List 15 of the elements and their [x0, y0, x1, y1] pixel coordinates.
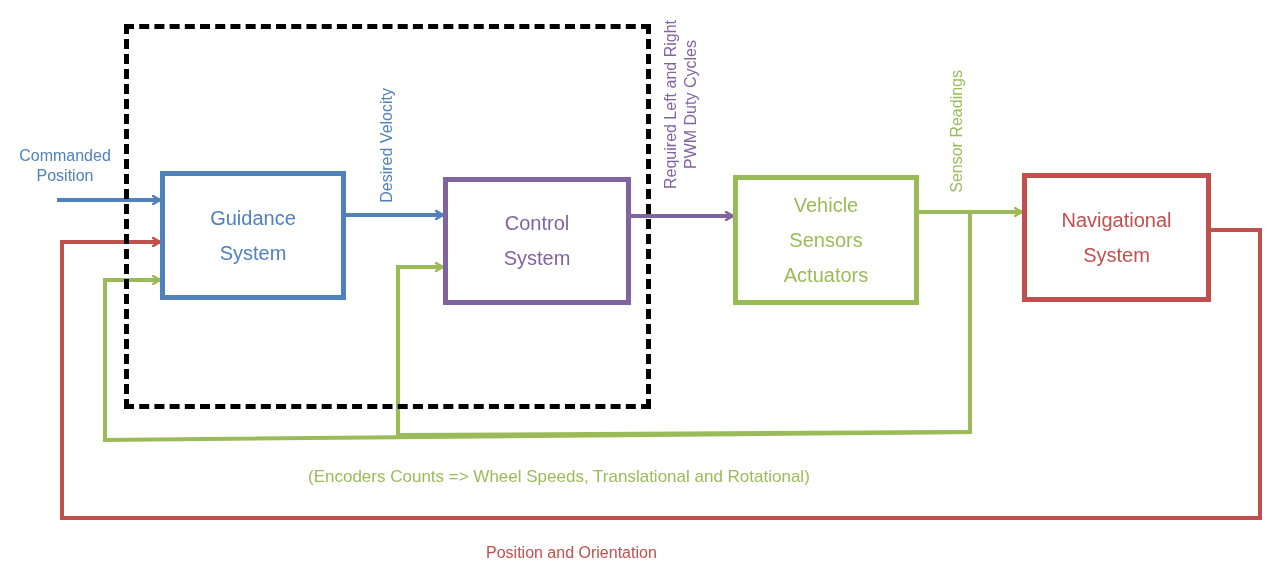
process-box	[160, 171, 346, 300]
node-label: Control System	[502, 211, 572, 271]
arrow	[396, 210, 972, 437]
arrow	[346, 209, 445, 221]
arrow	[60, 228, 1262, 520]
edge-label: Desired Velocity	[377, 88, 397, 203]
node-label: Vehicle Sensors Actuators	[782, 192, 870, 288]
process-box	[733, 175, 919, 305]
node-label: Navigational System	[1060, 207, 1173, 268]
node-label: Guidance System	[209, 205, 297, 266]
arrow	[57, 194, 162, 206]
process-box	[443, 177, 631, 305]
process-box	[1022, 173, 1211, 302]
arrow	[631, 210, 735, 222]
edge-label: Sensor Readings	[947, 70, 967, 193]
